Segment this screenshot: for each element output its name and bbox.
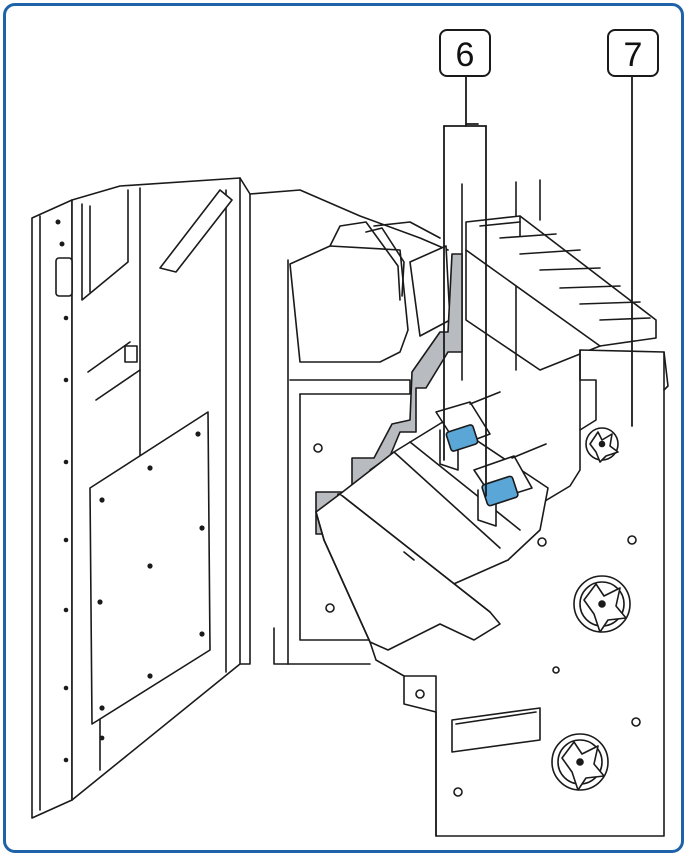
callout-7-label: 7 [624, 36, 643, 74]
release-levers [435, 391, 547, 527]
callout-6: 6 [439, 29, 491, 77]
knob-bottom [551, 733, 609, 791]
main-unit [369, 349, 669, 837]
interior-frame [249, 179, 541, 665]
top-cartridge [465, 215, 657, 371]
knob-top [585, 427, 619, 463]
door-screws [55, 219, 69, 763]
callout-7: 7 [607, 29, 659, 77]
callout-6-label: 6 [456, 36, 475, 74]
left-door [31, 177, 251, 819]
callout-leaders [443, 73, 633, 497]
knob-middle [573, 575, 631, 633]
